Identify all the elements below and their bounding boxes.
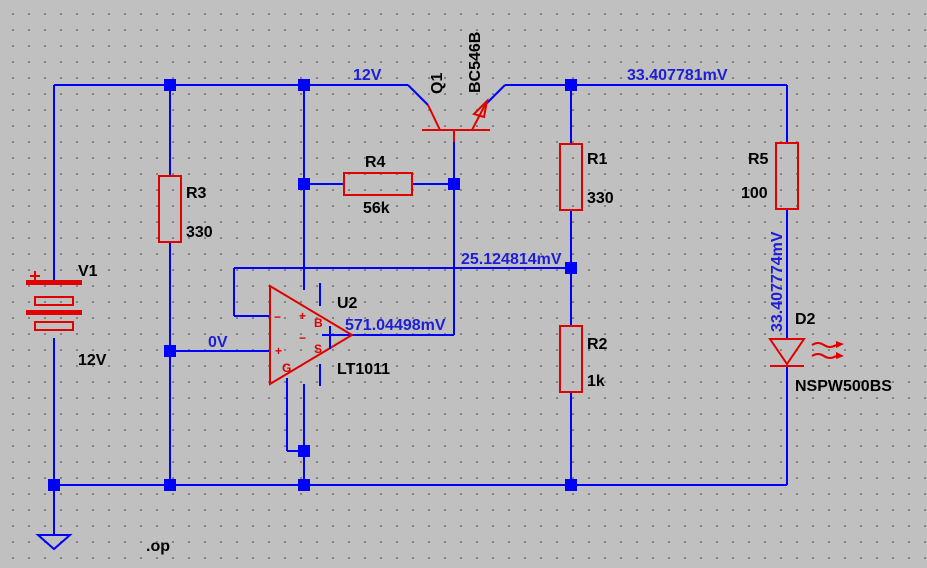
r5-resistor[interactable] <box>775 142 799 210</box>
u2-pin-plus-left: + <box>275 344 282 358</box>
battery-plate <box>34 321 74 331</box>
junction-dot[interactable] <box>164 479 176 491</box>
d2-name: D2 <box>795 311 816 328</box>
u2-comparator[interactable] <box>269 283 354 386</box>
u2-pin-s: S <box>314 342 322 356</box>
r3-resistor[interactable] <box>158 175 182 243</box>
junction-dot[interactable] <box>298 79 310 91</box>
v1-battery[interactable] <box>26 271 82 331</box>
u2-pin-plus-top: + <box>299 309 306 323</box>
junction-dot[interactable] <box>48 479 60 491</box>
d2-light-arrow <box>836 352 844 359</box>
u2-pin-labels: + − B − + S G <box>274 309 323 375</box>
junction-dot[interactable] <box>298 479 310 491</box>
d2-led[interactable] <box>768 338 844 367</box>
r1-resistor[interactable] <box>559 143 583 211</box>
battery-plate <box>26 280 82 285</box>
junction-dot[interactable] <box>565 479 577 491</box>
node-voltage-labels: 12V 33.407781mV 25.124814mV 571.04498mV … <box>208 67 786 351</box>
r5-value: 100 <box>741 185 768 202</box>
voltage-divider: 25.124814mV <box>461 251 562 268</box>
junction-dot[interactable] <box>565 79 577 91</box>
r4-name: R4 <box>365 154 386 171</box>
r4-resistor[interactable] <box>343 172 413 196</box>
u2-triangle <box>269 284 354 386</box>
d2-light-ray <box>811 353 837 359</box>
v1-name: V1 <box>78 263 98 280</box>
q1-collector-lead <box>427 104 441 131</box>
voltage-led-anode: 33.407774mV <box>769 231 786 332</box>
junction-dot[interactable] <box>298 178 310 190</box>
r2-value: 1k <box>587 373 605 390</box>
r3-value: 330 <box>186 224 213 241</box>
junctions <box>48 79 577 491</box>
q1-part: BC546B <box>467 32 484 93</box>
u2-name: U2 <box>337 295 358 312</box>
spice-directive[interactable]: .op <box>146 538 170 555</box>
u2-pin-minus-left: − <box>274 310 281 324</box>
q1-transistor[interactable] <box>422 98 490 142</box>
junction-dot[interactable] <box>298 445 310 457</box>
v1-value: 12V <box>78 352 107 369</box>
u2-part: LT1011 <box>337 361 390 378</box>
r3-name: R3 <box>186 185 207 202</box>
r1-name: R1 <box>587 151 608 168</box>
battery-plate <box>34 296 74 306</box>
voltage-emitter: 33.407781mV <box>627 67 728 84</box>
u2-pin-minus-mid: − <box>299 331 306 345</box>
d2-light-arrow <box>836 341 844 348</box>
u2-pin-g: G <box>282 361 291 375</box>
battery-plate <box>26 310 82 315</box>
r1-value: 330 <box>587 190 614 207</box>
junction-dot[interactable] <box>448 178 460 190</box>
q1-name: Q1 <box>429 73 446 94</box>
wire-q1-emitter[interactable] <box>484 84 506 106</box>
wires <box>53 84 788 535</box>
component-labels: R3 330 R4 56k R1 330 R2 1k R5 100 V1 12V… <box>78 32 892 555</box>
ground-symbol[interactable] <box>35 534 73 551</box>
voltage-comparator-out: 571.04498mV <box>345 317 446 334</box>
r4-value: 56k <box>363 200 390 217</box>
q1-emitter-lead <box>471 104 486 131</box>
q1-emitter-arrow <box>472 98 489 119</box>
u2-pin-b: B <box>314 316 323 330</box>
voltage-supply: 12V <box>353 67 382 84</box>
d2-triangle <box>768 338 806 366</box>
junction-dot[interactable] <box>164 79 176 91</box>
junction-dot[interactable] <box>565 262 577 274</box>
d2-part: NSPW500BS <box>795 378 892 395</box>
junction-dot[interactable] <box>164 345 176 357</box>
r2-resistor[interactable] <box>559 325 583 393</box>
voltage-reference: 0V <box>208 334 228 351</box>
r2-name: R2 <box>587 336 608 353</box>
d2-light-ray <box>811 342 837 348</box>
wire-q1-collector[interactable] <box>407 84 429 106</box>
r5-name: R5 <box>748 151 769 168</box>
